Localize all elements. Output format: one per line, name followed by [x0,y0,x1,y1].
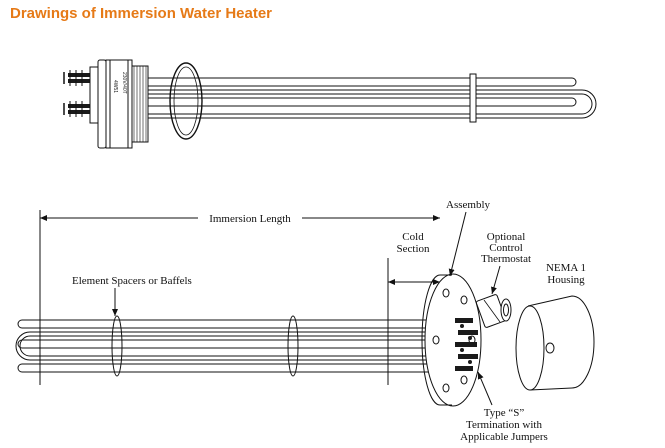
optional-label-1: Optional [487,231,526,243]
optional-label-3: Thermostat [481,253,531,265]
bottom-element-tubes [15,319,440,373]
spacer-left [111,315,123,377]
leader-assembly [448,211,467,277]
stamp-left: 4W51 [112,80,118,93]
top-element-tubes [148,77,597,119]
terminal-studs-upper [63,70,90,86]
cold-section-label-1: Cold [402,231,424,243]
page-title: Drawings of Immersion Water Heater [10,5,273,22]
top-spacer [469,73,477,123]
optional-label-2: Control [489,242,523,254]
cold-section-label-2: Section [397,243,430,255]
flange-assembly [421,273,482,407]
type-s-label-3: Applicable Jumpers [460,431,548,443]
screw-plug-fitting [89,59,149,149]
terminal-studs-lower [63,101,90,117]
leader-thermostat [491,265,501,295]
nema-housing [515,295,595,391]
type-s-terminals [455,318,478,371]
bottom-heater-drawing [15,210,595,407]
immersion-length-label: Immersion Length [209,213,291,225]
optional-thermostat [475,294,512,328]
nema-label-1: NEMA 1 [546,262,586,274]
spacers-label: Element Spacers or Baffels [72,275,192,287]
nema-label-2: Housing [547,274,585,286]
assembly-label: Assembly [446,199,491,211]
top-baffle-ring [169,62,203,140]
type-s-label-1: Type “S” [484,407,525,419]
spacer-right [287,315,299,377]
stamp-right: 230V/40T [121,72,127,94]
type-s-label-2: Termination with [466,419,542,431]
top-heater-drawing [63,59,597,149]
leader-type-s [477,371,493,406]
